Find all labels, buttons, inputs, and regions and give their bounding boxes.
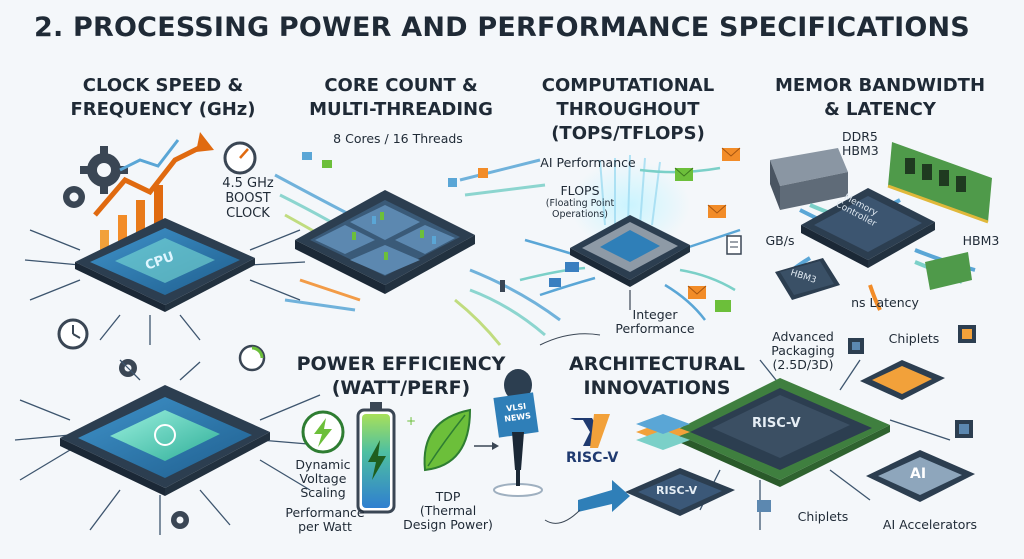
pkg-text: (2.5D/3D)	[772, 357, 834, 372]
worker-figure-icon	[500, 280, 505, 292]
pkg-text: Packaging	[771, 343, 835, 358]
envelope-icon	[707, 204, 727, 218]
flops-label: FLOPS	[560, 183, 600, 198]
hbm3-label: HBM3	[842, 143, 879, 158]
chiplets-bottom-label: Chiplets	[797, 509, 849, 524]
clock-icon	[57, 318, 89, 350]
section-title-line: (WATT/PERF)	[331, 377, 471, 399]
chiplets-top-label: Chiplets	[888, 331, 940, 346]
envelope-icon	[687, 285, 707, 299]
lightning-icon	[301, 410, 345, 454]
boost-text: CLOCK	[226, 206, 270, 221]
chip-icon	[757, 500, 771, 512]
boost-clock-label: 4.5 GHz BOOST CLOCK	[218, 176, 278, 221]
envelope-icon	[674, 167, 694, 181]
cores-panel-art	[274, 152, 561, 346]
riscv-main-chip-label: RISC-V	[752, 416, 801, 431]
ddr5-label: DDR5	[842, 129, 878, 144]
gear-icon	[63, 186, 85, 208]
document-icon	[726, 235, 742, 255]
clock-panel-art	[24, 132, 306, 377]
data-packet-icon	[549, 262, 579, 287]
ai-performance-label: AI Performance	[540, 155, 636, 170]
chip-icon	[958, 325, 976, 343]
ppw-text: Performance	[285, 505, 365, 520]
ppw-text: per Watt	[298, 519, 352, 534]
section-title-line: COMPUTATIONAL	[541, 75, 715, 96]
dvs-text: Voltage	[299, 471, 347, 486]
riscv-logo-text: RISC-V	[566, 450, 619, 466]
gear-icon	[171, 511, 189, 529]
section-title-line: THROUGHOUT	[556, 99, 700, 120]
chip-icon	[848, 338, 864, 354]
perf-per-watt-label: Performance per Watt	[280, 506, 370, 534]
dvs-text: Dynamic	[295, 457, 351, 472]
tdp-label: TDP (Thermal Design Power)	[398, 490, 498, 532]
bandwidth-label: GB/s	[765, 233, 795, 248]
section-title-clock: CLOCK SPEED & FREQUENCY (GHz)	[48, 74, 278, 122]
section-title-line: ARCHITECTURAL	[569, 353, 745, 375]
flops-label-group: FLOPS (Floating Point Operations)	[540, 183, 620, 221]
gear-icon	[80, 146, 128, 194]
tdp-text: TDP	[435, 489, 461, 504]
boost-value: 4.5 GHz	[222, 176, 274, 191]
section-title-line: CLOCK SPEED &	[82, 75, 244, 96]
tdp-text: Design Power)	[403, 517, 493, 532]
section-title-line: MULTI-THREADING	[309, 99, 493, 120]
flow-arrow-icon	[544, 480, 630, 524]
battery-icon	[356, 402, 396, 514]
speedometer-icon	[223, 141, 257, 175]
stacked-layers-icon	[636, 414, 690, 450]
flops-sub-label: (Floating Point	[545, 198, 615, 209]
ram-module	[887, 142, 992, 224]
power-panel-art: +	[301, 369, 543, 514]
integer-text: Integer	[632, 307, 678, 322]
boost-text: BOOST	[225, 191, 271, 206]
section-title-power: POWER EFFICIENCY (WATT/PERF)	[296, 352, 506, 400]
dvs-label: Dynamic Voltage Scaling	[280, 458, 366, 500]
plus-icon: +	[406, 414, 416, 428]
advanced-packaging-label: Advanced Packaging (2.5D/3D)	[758, 330, 848, 372]
dvs-text: Scaling	[300, 485, 346, 500]
flops-sub-label: Operations)	[552, 209, 608, 220]
cpu-chip	[24, 218, 306, 345]
section-title-line: & LATENCY	[824, 99, 936, 120]
envelope-icon	[721, 147, 741, 161]
section-title-line: CORE COUNT &	[324, 75, 478, 96]
ai-accelerators-label: AI Accelerators	[882, 517, 978, 532]
section-title-arch: ARCHITECTURAL INNOVATIONS	[562, 352, 752, 400]
section-title-line: FREQUENCY (GHz)	[70, 99, 256, 120]
riscv-small-chip-label: RISC-V	[656, 484, 698, 497]
memory-panel-art	[770, 142, 992, 311]
microphone-icon	[493, 369, 543, 497]
pkg-text: Advanced	[772, 329, 834, 344]
arch-panel-art	[544, 325, 976, 530]
power-cycle-icon	[238, 344, 266, 372]
integer-text: Performance	[615, 321, 695, 336]
chip-icon	[955, 420, 973, 438]
section-title-cores: CORE COUNT & MULTI-THREADING	[296, 74, 506, 122]
page-title: 2. PROCESSING POWER AND PERFORMANCE SPEC…	[34, 12, 970, 43]
efficiency-chip	[14, 359, 321, 535]
section-title-line: (TOPS/TFLOPS)	[551, 123, 705, 144]
hbm3-right-label: HBM3	[962, 233, 1000, 248]
latency-label: ns Latency	[851, 295, 919, 310]
section-title-line: MEMOR BANDWIDTH	[774, 75, 986, 96]
ai-chip-label: AI	[910, 466, 927, 482]
ddr5-hbm3-label: DDR5 HBM3	[842, 130, 892, 158]
mic-flag-label: VLSI NEWS	[501, 401, 533, 425]
throughput-panel-art	[519, 147, 742, 346]
tdp-text: (Thermal	[419, 503, 477, 518]
integer-performance-label: Integer Performance	[600, 308, 710, 336]
section-title-line: INNOVATIONS	[583, 377, 731, 399]
cores-threads-label: 8 Cores / 16 Threads	[333, 131, 463, 146]
section-title-line: POWER EFFICIENCY	[296, 353, 506, 375]
section-title-memory: MEMOR BANDWIDTH & LATENCY	[760, 74, 1000, 122]
riscv-logo	[570, 414, 610, 448]
section-title-throughput: COMPUTATIONAL THROUGHOUT (TOPS/TFLOPS)	[528, 74, 728, 146]
envelope-icon	[715, 300, 731, 312]
leaf-icon	[423, 408, 472, 472]
